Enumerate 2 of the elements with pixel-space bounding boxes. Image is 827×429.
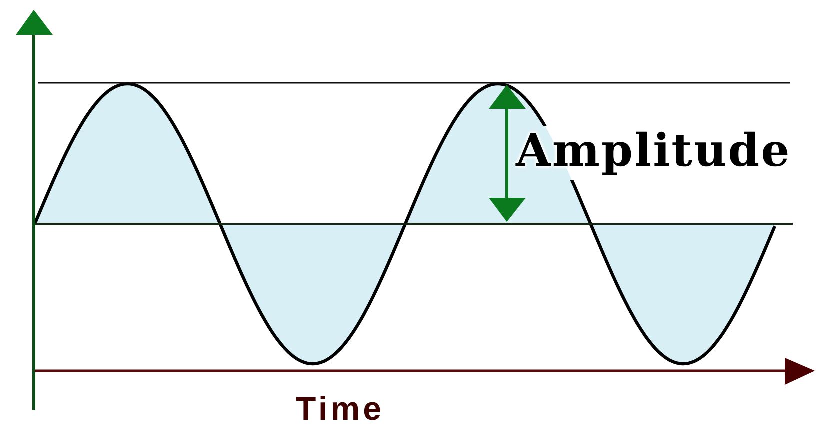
amplitude-label: Amplitude	[516, 128, 792, 173]
time-axis-label: Time	[296, 392, 384, 425]
